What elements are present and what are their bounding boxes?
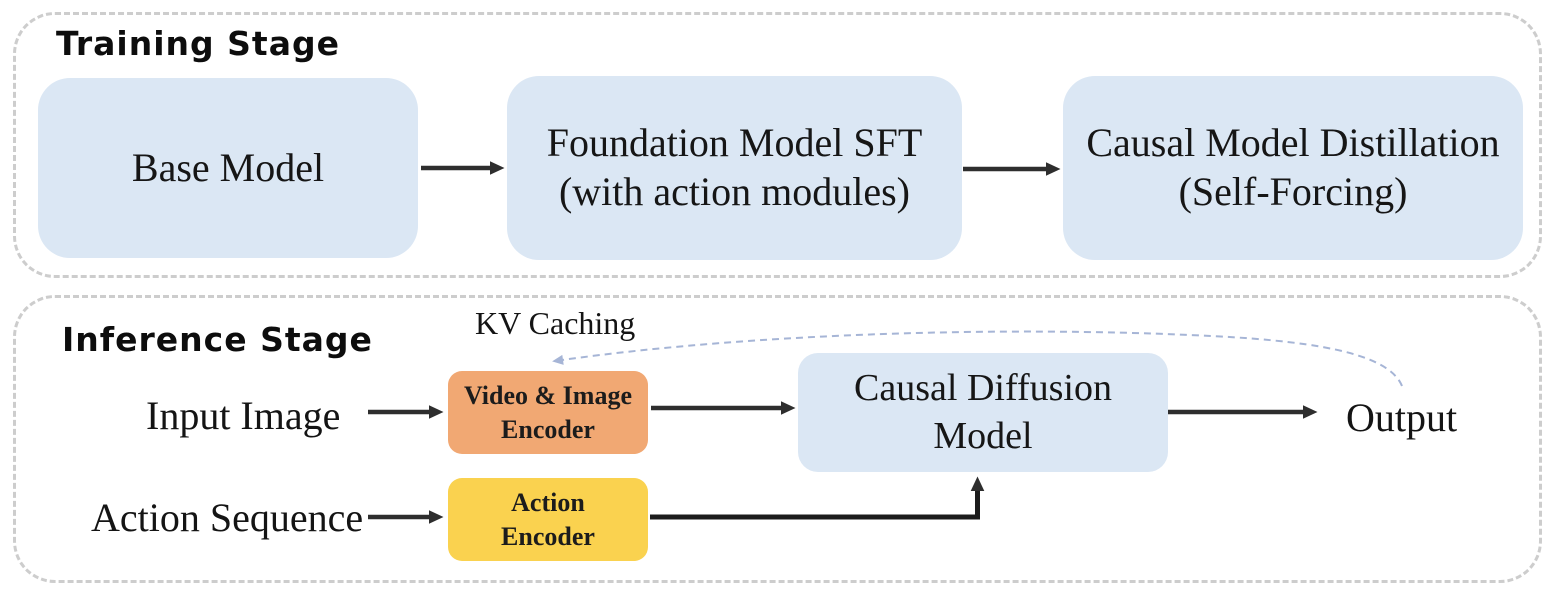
training-stage-title: Training Stage bbox=[56, 24, 340, 63]
inference-stage-container bbox=[13, 295, 1542, 583]
output-label: Output bbox=[1346, 395, 1458, 440]
action-encoder-box: Action Encoder bbox=[448, 478, 648, 561]
causal-diffusion-model-label-line2: Model bbox=[933, 414, 1033, 457]
action-encoder-label-line1: Action bbox=[511, 487, 585, 517]
action-encoder-label-line2: Encoder bbox=[501, 521, 595, 551]
causal-diffusion-model-label-line1: Causal Diffusion bbox=[854, 367, 1112, 409]
base-model-box: Base Model bbox=[38, 78, 418, 258]
kv-caching-label: KV Caching bbox=[475, 305, 636, 341]
training-stage-container bbox=[13, 12, 1542, 278]
base-model-label: Base Model bbox=[131, 144, 325, 190]
foundation-model-sft-box: Foundation Model SFT (with action module… bbox=[507, 76, 962, 260]
inference-stage-title: Inference Stage bbox=[62, 320, 373, 359]
action-sequence-label: Action Sequence bbox=[91, 495, 364, 540]
causal-model-distillation-box: Causal Model Distillation (Self-Forcing) bbox=[1063, 76, 1523, 260]
video-image-encoder-label-line1: Video & Image bbox=[463, 380, 632, 410]
video-image-encoder-label-line2: Encoder bbox=[501, 414, 595, 444]
causal-diffusion-model-box: Causal Diffusion Model bbox=[798, 353, 1168, 472]
foundation-model-sft-label-line1: Foundation Model SFT bbox=[546, 120, 923, 166]
causal-model-distillation-label-line1: Causal Model Distillation bbox=[1086, 120, 1500, 166]
video-image-encoder-box: Video & Image Encoder bbox=[448, 371, 648, 454]
foundation-model-sft-label-line2: (with action modules) bbox=[558, 169, 911, 214]
input-image-label: Input Image bbox=[146, 393, 341, 438]
causal-model-distillation-label-line2: (Self-Forcing) bbox=[1178, 169, 1408, 214]
